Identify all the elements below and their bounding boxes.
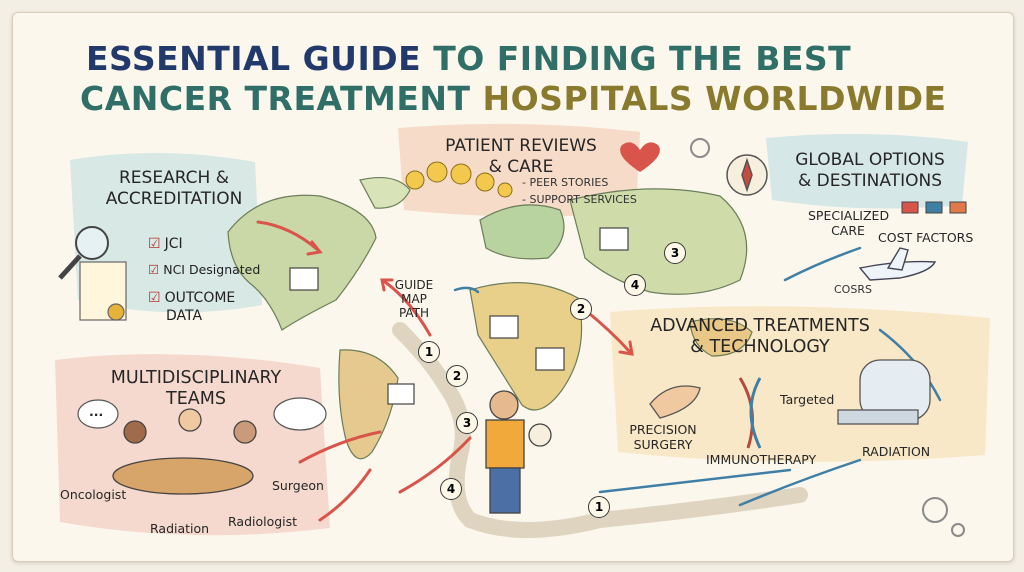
- surgeon-label: Surgeon: [272, 478, 324, 493]
- heart-icon: [620, 142, 660, 172]
- radiologist-label: Radiologist: [228, 514, 298, 529]
- reviews-heading: PATIENT REVIEWS & CARE: [445, 136, 597, 177]
- path-step-4: 4: [440, 478, 462, 500]
- continent-australia: [689, 318, 753, 357]
- review-stars: [405, 161, 513, 198]
- title-part-1: ESSENTIAL GUIDE: [86, 39, 422, 78]
- title-line-1: ESSENTIAL GUIDE TO FINDING THE BEST: [86, 40, 851, 78]
- certificate-illustration: [79, 261, 127, 321]
- research-item-outcome: ☑OUTCOME: [148, 290, 236, 306]
- continent-north-america: [227, 194, 377, 331]
- flags: [901, 201, 967, 214]
- research-heading: RESEARCH & ACCREDITATION: [105, 168, 243, 209]
- team-illustration: [112, 408, 257, 495]
- reviews-item-support: - SUPPORT SERVICES: [522, 193, 637, 206]
- specialized-care-label: SPECIALIZED CARE: [808, 208, 890, 238]
- airplane-illustration: [858, 247, 937, 281]
- immunotherapy-label: IMMUNOTHERAPY: [706, 452, 817, 467]
- title-line-2: CANCER TREATMENT HOSPITALS WORLDWIDE: [80, 80, 947, 118]
- map-step-4: 4: [624, 274, 646, 296]
- title-part-2: TO FINDING THE BEST: [433, 39, 852, 78]
- radiation-team-label: Radiation: [150, 521, 210, 536]
- global-wash: [766, 133, 968, 209]
- continent-south-america: [338, 349, 399, 460]
- teams-wash: [55, 354, 330, 536]
- guide-map-path-label: GUIDE MAP PATH: [394, 278, 434, 320]
- research-item-nci: ☑NCI Designated: [148, 262, 261, 277]
- path-step-1b: 1: [588, 496, 610, 518]
- continent-europe: [479, 204, 565, 260]
- map-step-2: 2: [570, 298, 592, 320]
- compass-illustration: [726, 154, 768, 196]
- path-step-3: 3: [456, 412, 478, 434]
- precision-surgery-label: PRECISION SURGERY: [629, 422, 697, 452]
- guide-path: [392, 322, 808, 538]
- person-illustration: [485, 390, 552, 514]
- title-part-4: HOSPITALS WORLDWIDE: [482, 79, 947, 118]
- cost-factors-label: COST FACTORS: [878, 230, 974, 245]
- continent-greenland: [359, 177, 411, 209]
- continent-africa: [469, 282, 583, 411]
- treatments-illustration: [649, 359, 931, 449]
- reviews-item-peer: - PEER STORIES: [522, 176, 609, 189]
- research-item-jci: ☑JCI: [148, 236, 183, 252]
- world-map: [227, 177, 753, 460]
- speech-bubbles: [77, 397, 327, 431]
- cosrs-label: COSRS: [834, 283, 872, 296]
- research-item-data: DATA: [166, 308, 203, 324]
- oncologist-label: Oncologist: [60, 487, 127, 502]
- title-part-3: CANCER TREATMENT: [80, 79, 471, 118]
- red-arrows: [256, 220, 634, 522]
- advanced-heading: ADVANCED TREATMENTS & TECHNOLOGY: [650, 316, 870, 357]
- map-step-3: 3: [664, 242, 686, 264]
- teams-heading: MULTIDISCIPLINARY TEAMS: [110, 368, 282, 409]
- speech-bubble-dots: ...: [89, 404, 104, 419]
- reviews-wash: [398, 123, 640, 217]
- gears: [690, 138, 965, 537]
- radiation-treatment-label: RADIATION: [862, 444, 931, 459]
- path-step-1: 1: [418, 341, 440, 363]
- path-step-2: 2: [446, 365, 468, 387]
- global-heading: GLOBAL OPTIONS & DESTINATIONS: [795, 150, 945, 191]
- hospital-icons: [289, 227, 629, 405]
- targeted-label: Targeted: [780, 392, 835, 407]
- magnifier-illustration: [58, 226, 109, 280]
